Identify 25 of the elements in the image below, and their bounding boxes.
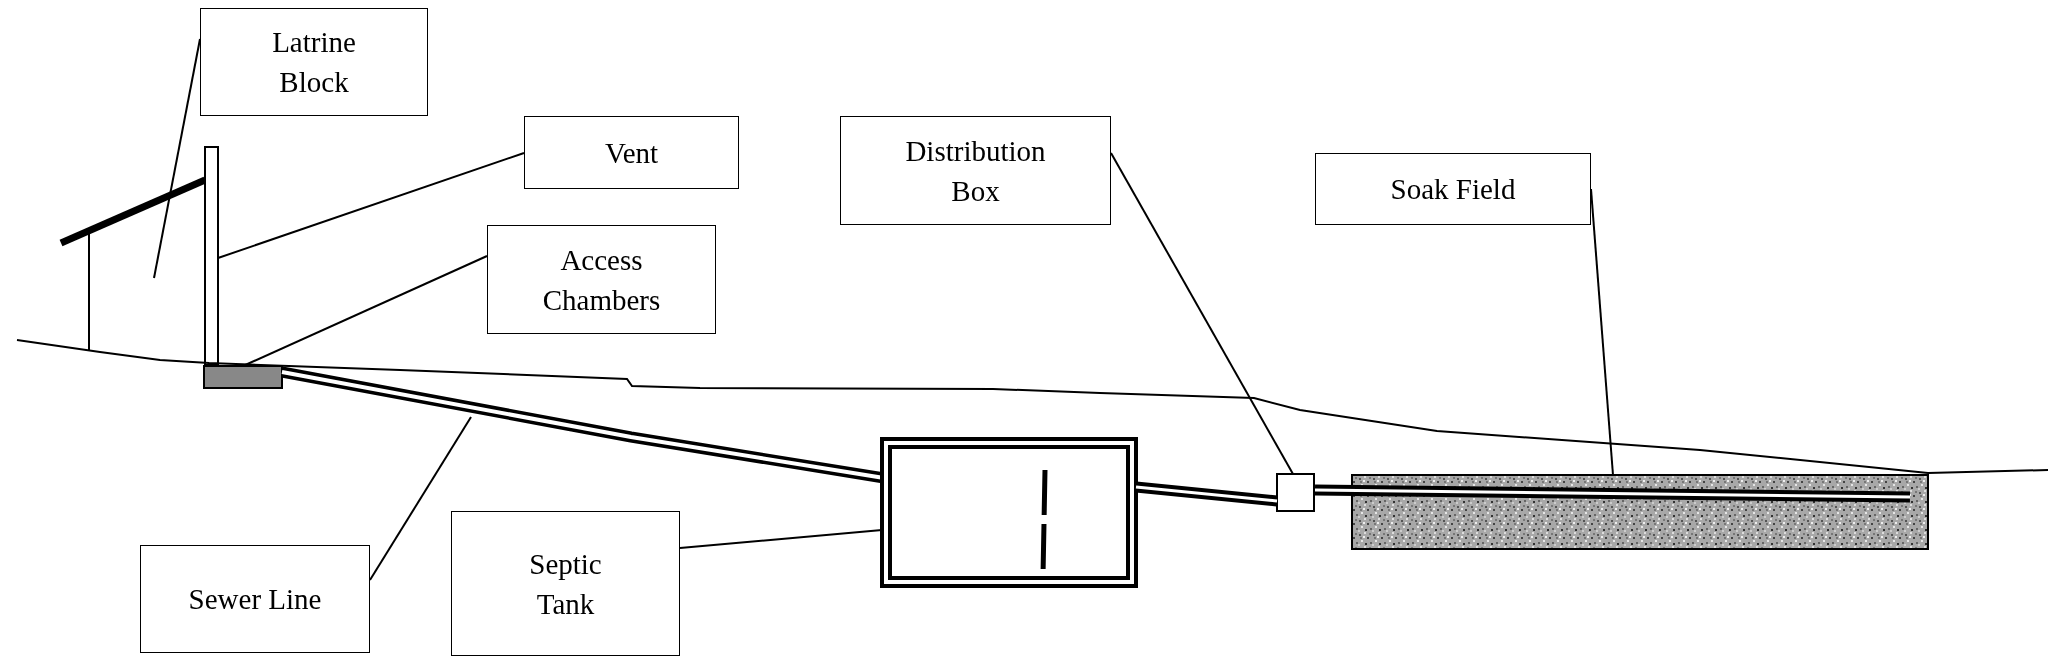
label-box [200, 8, 428, 116]
label-box [451, 511, 680, 656]
label-box [487, 225, 716, 334]
part-label: Sewer Line [187, 582, 323, 617]
leader-line [217, 152, 525, 259]
access-chamber [203, 365, 283, 389]
septic-tank [880, 437, 1138, 588]
label-box [840, 116, 1111, 225]
label-box [524, 116, 739, 189]
part-label: Access Chambers [541, 242, 662, 318]
leader-line [1590, 188, 1614, 476]
leader-line [369, 416, 472, 581]
label-box [140, 545, 370, 653]
pipe [1314, 484, 1911, 503]
distribution-box [1276, 473, 1315, 512]
label-box [1315, 153, 1591, 225]
part-label: Distribution Box [904, 133, 1047, 209]
part-label: Septic Tank [528, 546, 603, 622]
vent-pipe [204, 146, 219, 366]
leader-line [1110, 152, 1294, 475]
leader-line [242, 255, 488, 367]
part-label: Soak Field [1389, 172, 1517, 207]
part-label: Latrine Block [271, 25, 357, 100]
leader-line [153, 38, 201, 279]
part-label: Vent [603, 135, 660, 171]
